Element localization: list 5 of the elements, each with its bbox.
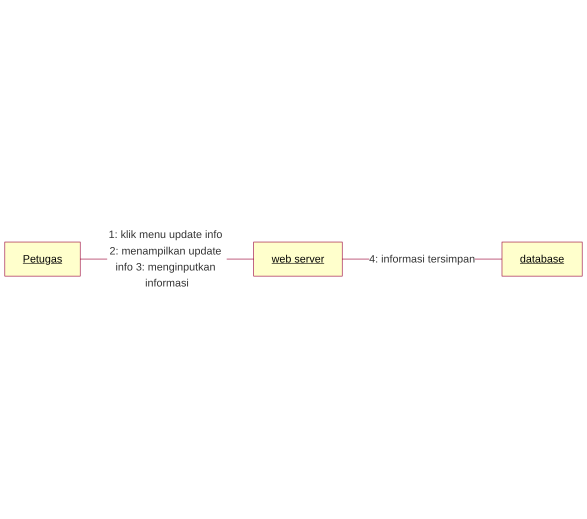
node-box: Petugas: [4, 242, 81, 277]
edge-label: 1: klik menu update info 2: menampilkan update info 3: menginputkan informasi: [108, 228, 222, 290]
edge-label: 4: informasi tersimpan: [369, 253, 476, 266]
node-box: web server: [253, 242, 343, 277]
node-box: database: [502, 242, 582, 277]
